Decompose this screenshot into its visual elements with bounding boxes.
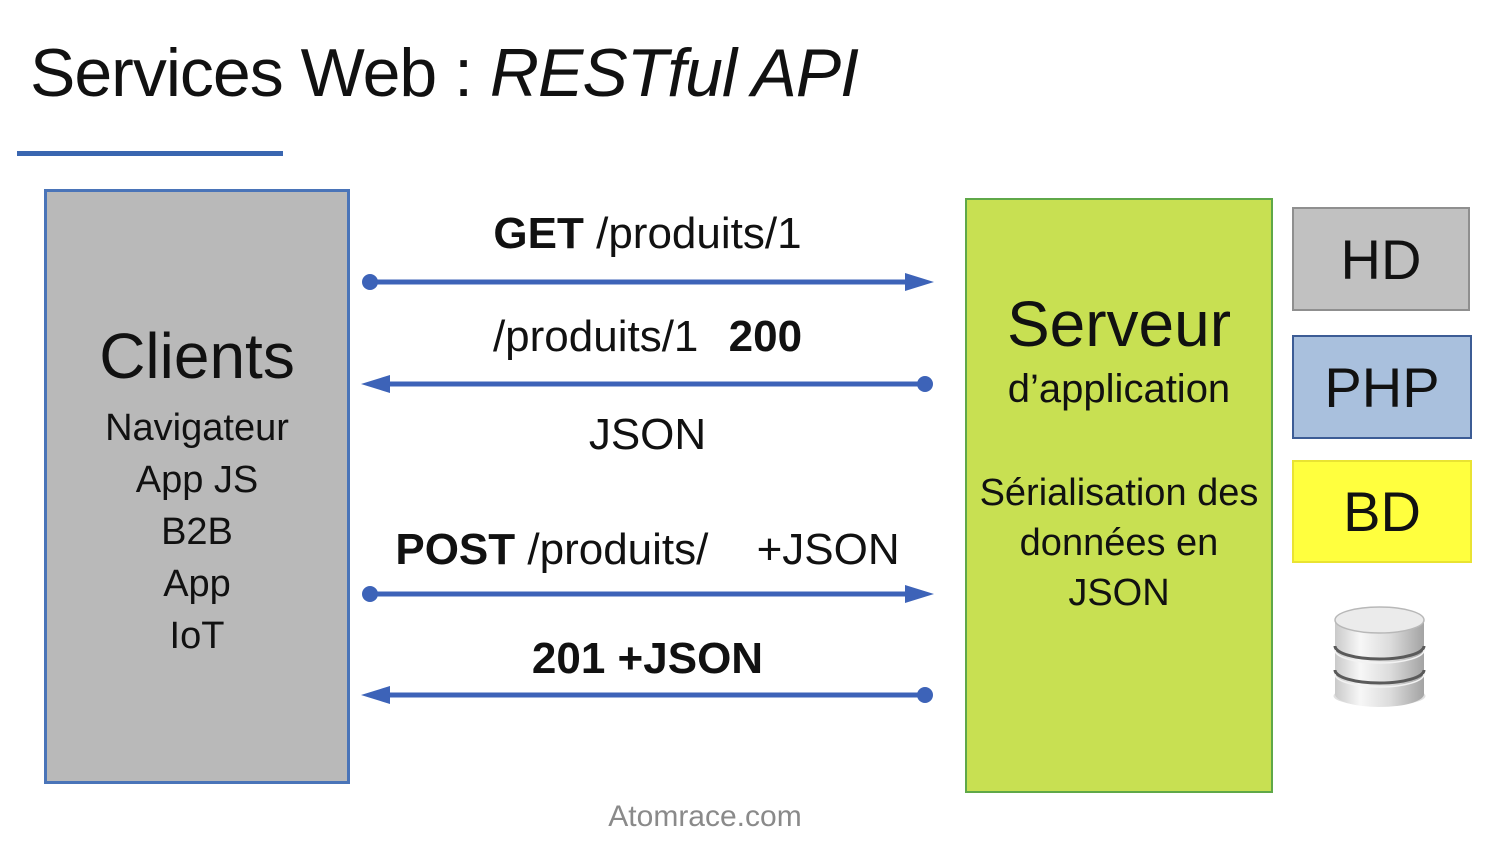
get-response-label: /produits/1 200	[360, 311, 935, 363]
clients-box-title: Clients	[99, 320, 295, 392]
stack-box-php: PHP	[1292, 335, 1472, 439]
server-note-line-1: Sérialisation des	[979, 472, 1259, 514]
get-response-status: 200	[728, 312, 803, 361]
server-note-line-3: JSON	[1068, 572, 1170, 614]
get-request-method: GET	[493, 209, 584, 258]
client-item-app-js: App JS	[135, 459, 259, 501]
clients-box: Clients Navigateur App JS B2B App IoT	[44, 189, 350, 784]
stack-box-bd-label: BD	[1343, 480, 1421, 543]
server-box-title: Serveur	[1006, 288, 1232, 360]
stack-box-hd-label: HD	[1340, 227, 1422, 291]
get-response-body-label: JSON	[588, 410, 707, 459]
post-request-path: /produits/	[527, 525, 709, 574]
server-note-line-2: données en	[1019, 522, 1219, 564]
page-title-emphasis: RESTful API	[489, 35, 859, 111]
post-request-arrow-right-icon	[360, 583, 935, 605]
post-request-body: +JSON	[756, 525, 900, 574]
database-icon	[1331, 602, 1428, 710]
get-request-path: /produits/1	[596, 209, 802, 258]
client-item-b2b: B2B	[161, 511, 233, 553]
stack-box-hd: HD	[1292, 207, 1470, 311]
client-item-app: App	[163, 563, 231, 605]
page-title-prefix: Services Web :	[30, 35, 490, 111]
server-note: Sérialisation des données en JSON	[967, 468, 1271, 618]
footer-credit: Atomrace.com	[608, 800, 802, 833]
get-request-arrow-right-icon	[360, 271, 935, 293]
server-box: Serveur d’application Sérialisation des …	[965, 198, 1273, 793]
client-item-iot: IoT	[169, 615, 225, 657]
stack-box-php-label: PHP	[1324, 355, 1440, 419]
post-response-arrow-left-icon	[360, 684, 935, 706]
post-request-label: POST /produits/ +JSON	[360, 524, 935, 576]
post-response-label: 201 +JSON	[531, 634, 764, 683]
server-box-subtitle: d’application	[1007, 367, 1231, 411]
stack-box-bd: BD	[1292, 460, 1472, 563]
clients-list: Navigateur App JS B2B App IoT	[47, 402, 347, 662]
get-response-path: /produits/1	[492, 312, 699, 361]
get-response-arrow-left-icon	[360, 373, 935, 395]
page-title: Services Web : RESTful API	[30, 34, 859, 112]
client-item-navigateur: Navigateur	[105, 407, 289, 449]
get-request-label: GET /produits/1	[360, 208, 935, 260]
title-underline	[17, 151, 283, 156]
post-request-method: POST	[395, 525, 516, 574]
